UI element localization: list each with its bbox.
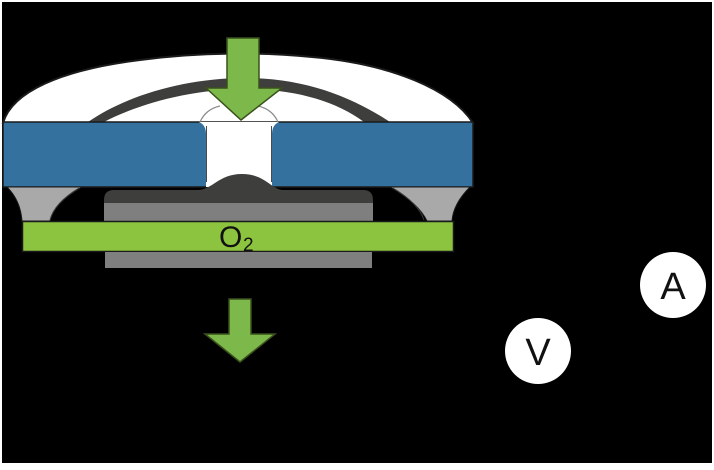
electrode-layer-lower (105, 252, 372, 268)
membrane-bar (21, 220, 455, 253)
ammeter-label: A (660, 266, 686, 308)
right-foot-crease (392, 187, 425, 221)
inlet-funnel-right-crease (257, 105, 279, 123)
o2-label-subscript: 2 (243, 235, 254, 256)
gas-outlet-arrow (202, 298, 278, 363)
gas-inlet-arrow (204, 37, 285, 121)
ammeter-circle (640, 252, 706, 318)
cap-opening-shadow-arc (88, 78, 390, 122)
left-foot-crease (49, 187, 80, 221)
cap-inlet-hole (199, 122, 279, 187)
voltmeter-circle (505, 318, 571, 384)
electrode-layer-upper (104, 203, 373, 222)
voltmeter-label: V (525, 332, 551, 374)
inlet-funnel-left-crease (199, 105, 221, 123)
o2-label: O (219, 221, 242, 254)
